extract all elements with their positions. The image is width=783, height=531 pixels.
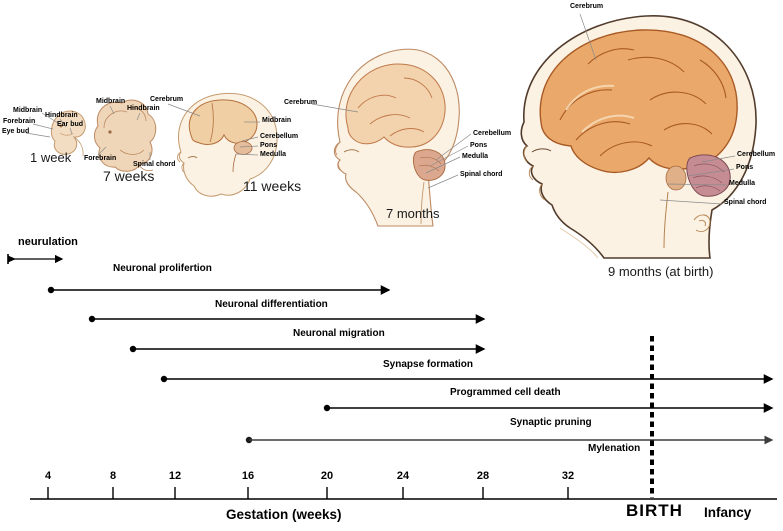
tick-week-24: 24 — [396, 470, 410, 482]
label-medulla-9mo: Medulla — [729, 180, 756, 187]
label-cerebellum-7mo: Cerebellum — [473, 130, 512, 137]
synaptic-pruning-bar — [245, 435, 774, 445]
gestation-axis — [30, 487, 777, 500]
neuronal-differentiation-bar — [88, 314, 486, 324]
tick-week-32: 32 — [561, 470, 575, 482]
birth-label: BIRTH — [626, 501, 683, 520]
caption-9-months: 9 months (at birth) — [608, 264, 714, 279]
tick-week-16: 16 — [241, 470, 255, 482]
neuronal-migration-label: Neuronal migration — [293, 328, 385, 339]
synapse-formation-bar — [160, 374, 774, 384]
tick-week-20: 20 — [320, 470, 334, 482]
label-midbrain-7wk: Midbrain — [96, 98, 126, 105]
fetus-7-months-illustration — [333, 48, 460, 227]
synaptic-pruning-label: Synaptic pruning — [510, 417, 592, 428]
neuronal-differentiation-label: Neuronal differentiation — [215, 299, 328, 310]
caption-7-months: 7 months — [386, 206, 440, 221]
neuronal-proliferation-bar — [47, 285, 391, 295]
label-hindbrain-7wk: Hindbrain — [127, 105, 160, 112]
label-forebrain-1wk: Forebrain — [3, 118, 36, 125]
infancy-label: Infancy — [704, 505, 752, 520]
label-forebrain-7wk: Forebrain — [84, 155, 117, 162]
neurulation-arrow — [7, 254, 64, 264]
caption-1-week: 1 week — [30, 150, 72, 165]
timeline-arrows — [7, 254, 774, 445]
label-cerebrum-9mo: Cerebrum — [570, 3, 604, 10]
neuronal-migration-bar — [129, 344, 486, 354]
label-hindbrain-1wk: Hindbrain — [45, 112, 78, 119]
gestation-axis-label: Gestation (weeks) — [226, 507, 342, 522]
label-pons-7mo: Pons — [470, 142, 488, 149]
label-cerebrum-7mo: Cerebrum — [284, 99, 318, 106]
label-pointer-lines — [25, 13, 736, 205]
newborn-9-months-illustration — [520, 15, 757, 259]
axis-tick-marks — [47, 487, 569, 499]
caption-7-weeks: 7 weeks — [103, 168, 155, 184]
label-eye-bud-1wk: Eye bud — [2, 128, 30, 135]
label-pons-11wk: Pons — [260, 142, 278, 149]
neuronal-proliferation-label: Neuronal prolifertion — [113, 263, 212, 274]
mylenation-label: Mylenation — [588, 443, 641, 454]
label-cerebellum-9mo: Cerebellum — [737, 151, 776, 158]
label-cerebellum-11wk: Cerebellum — [260, 133, 299, 140]
label-medulla-7mo: Medulla — [462, 153, 489, 160]
tick-week-28: 28 — [476, 470, 490, 482]
fetus-11-weeks-illustration — [177, 92, 278, 197]
embryo-7-weeks-illustration — [94, 99, 157, 172]
label-midbrain-1wk: Midbrain — [13, 107, 43, 114]
label-cerebrum-11wk: Cerebrum — [150, 96, 184, 103]
tick-week-4: 4 — [44, 470, 52, 482]
synapse-formation-label: Synapse formation — [383, 359, 474, 370]
label-spinal-chord-9mo: Spinal chord — [724, 199, 767, 206]
label-medulla-11wk: Medulla — [260, 151, 287, 158]
programmed-cell-death-bar — [323, 403, 774, 413]
caption-11-weeks: 11 weeks — [243, 178, 302, 194]
label-midbrain-11wk: Midbrain — [262, 117, 292, 124]
tick-week-8: 8 — [109, 470, 117, 482]
tick-week-12: 12 — [168, 470, 182, 482]
label-ear-bud-1wk: Ear bud — [57, 121, 84, 128]
label-pons-9mo: Pons — [736, 164, 754, 171]
label-spinal-chord-7mo: Spinal chord — [460, 171, 503, 178]
programmed-cell-death-label: Programmed cell death — [450, 387, 561, 398]
embryo-1-week-illustration — [50, 110, 86, 157]
label-spinal-chord-7wk: Spinal chord — [133, 161, 176, 168]
neurulation-label: neurulation — [18, 236, 78, 248]
